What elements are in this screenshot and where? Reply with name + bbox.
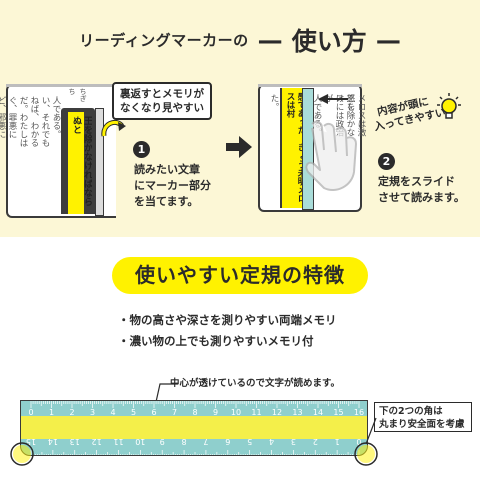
corner-note-line1: 下の2つの角は [379, 406, 443, 417]
ruler-top-label: 15 [333, 408, 343, 417]
corner-pointer-line [365, 417, 377, 445]
ruler-bottom-label: 15 [26, 437, 36, 446]
book-text-column: い、それでも [40, 96, 50, 147]
ruler-bottom-label: 10 [135, 437, 145, 446]
step2-text: 定規をスライド させて読みます。 [378, 175, 465, 204]
slide-arrow-icon [318, 94, 348, 104]
book-text-column: ぐ、罪悪に [7, 96, 17, 139]
right-book-page-edge [258, 84, 362, 87]
callout-flip-line1: 裏返すとメモリが [120, 88, 204, 100]
usage-section: リーディングマーカーの — 使い方 — 人である。い、それでもねば、わかるだ。わ… [0, 0, 480, 237]
ruler-bottom-label: 8 [182, 437, 187, 446]
ruler-bottom-label: 3 [291, 437, 296, 446]
book-text-column: メロスは激怒し [345, 94, 366, 137]
left-marker-edge [95, 108, 104, 216]
corner-note-line2: 丸まり安全面を考慮 [379, 419, 465, 430]
ruler-top-label: 13 [292, 408, 302, 417]
ruler-top-label: 10 [231, 408, 241, 417]
ruler-yellow-band [21, 416, 367, 439]
ruler-top-label: 5 [131, 408, 136, 417]
ruler-top-label: 2 [69, 408, 74, 417]
step1-number: 1 [133, 141, 150, 158]
right-arrow-icon [226, 136, 252, 158]
features-title: 使いやすい定規の特徴 [112, 257, 368, 294]
ruler-bottom-label: 13 [70, 437, 80, 446]
book-text-column: だ。わたしは [18, 96, 28, 147]
ruler-top-label: 16 [354, 408, 364, 417]
ruler-bottom-label: 6 [225, 437, 230, 446]
callout-flip-line2: なくなり見やすい [120, 102, 204, 114]
ruler-note-center: 中心が透けているので文字が読めます。 [170, 378, 341, 389]
ruler-bottom-label: 1 [335, 437, 340, 446]
ruler-bottom-label: 9 [160, 437, 165, 446]
ruler-top-label: 4 [110, 408, 115, 417]
ruler-bottom-label: 14 [48, 437, 58, 446]
ruler-corner-left-icon [10, 442, 34, 466]
right-reading-marker [280, 88, 304, 208]
book-text-column: ど、邪悪に [0, 96, 6, 139]
ruler-bottom-label: 11 [113, 437, 123, 446]
ruler-bottom-label: 0 [356, 437, 361, 446]
flip-arrow-icon [101, 119, 126, 137]
ruler-bottom-label: 12 [92, 437, 102, 446]
ruler-top-label: 6 [151, 408, 156, 417]
book-text-column: ねば、わかる [29, 96, 39, 147]
ruler-bottom-label: 5 [247, 437, 252, 446]
ruler-top-label: 7 [172, 408, 177, 417]
ruler-note-corner: 下の2つの角は 丸まり安全面を考慮 [374, 402, 472, 432]
book-text-column: 人である。 [51, 96, 61, 139]
ruler-top-label: 3 [90, 408, 95, 417]
title-dash-left: — [257, 25, 283, 55]
left-top-strip-text: ちぎち [68, 88, 87, 102]
ruler-bottom-label: 2 [313, 437, 318, 446]
ruler-top-label: 0 [28, 408, 33, 417]
ruler-bottom-label: 4 [269, 437, 274, 446]
right-marker-text: 感であった。きょう未明メロスは村 [285, 92, 306, 203]
ruler-top-label: 8 [192, 408, 197, 417]
ruler-top-label: 14 [313, 408, 323, 417]
ruler-top-label: 11 [251, 408, 261, 417]
feature-bullet-2: ・濃い物の上でも測りやすいメモリ付 [118, 334, 314, 348]
title-dash-right: — [375, 25, 401, 55]
ruler-top-label: 9 [213, 408, 218, 417]
step1-text: 読みたい文章 にマーカー部分 を当てます。 [134, 163, 211, 208]
hand-icon [305, 120, 357, 191]
left-book-page-edge [6, 84, 114, 87]
callout-flip-side: 裏返すとメモリが なくなり見やすい [112, 82, 212, 120]
lightbulb-icon [437, 93, 461, 119]
ruler-top-label: 1 [49, 408, 54, 417]
ruler-bottom-label: 7 [203, 437, 208, 446]
feature-bullet-1: ・物の高さや深さを測りやすい両端メモリ [118, 313, 337, 327]
right-marker-ruler [302, 88, 314, 210]
step2-number: 2 [378, 153, 395, 170]
ruler-top-label: 12 [272, 408, 282, 417]
book-text-column: 人である。 [312, 94, 322, 137]
title-main: 使い方 [291, 27, 367, 56]
left-marker-text: 王を除かなければならぬと [71, 116, 92, 206]
left-marker-highlight [68, 112, 84, 214]
title-prefix: リーディングマーカーの [79, 31, 249, 50]
usage-title: リーディングマーカーの — 使い方 — [0, 22, 480, 58]
